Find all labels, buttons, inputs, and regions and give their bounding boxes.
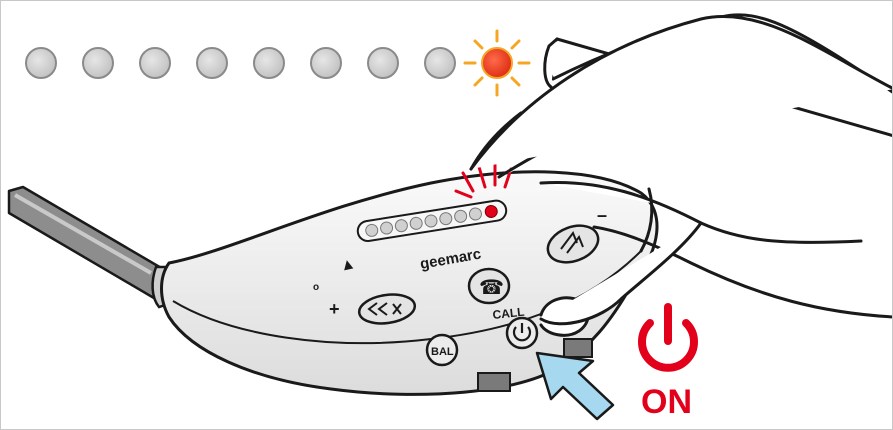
bal-button[interactable]: BAL: [425, 333, 459, 367]
volume-up-button[interactable]: [357, 291, 417, 327]
led-8: [424, 47, 456, 79]
led-1: [25, 47, 57, 79]
led-7: [367, 47, 399, 79]
device-led-lit: [484, 204, 498, 218]
led-9-lit: [481, 47, 513, 79]
device-led-flash: [454, 163, 513, 199]
volume-minus-label: –: [597, 205, 607, 225]
led-6: [310, 47, 342, 79]
cable: [7, 185, 173, 309]
bal-label: BAL: [431, 346, 454, 358]
press-arrow: [535, 351, 615, 421]
led-3: [139, 47, 171, 79]
led-lit-glow: [463, 29, 531, 97]
led-2: [82, 47, 114, 79]
led-4: [196, 47, 228, 79]
led-indicator-row: [25, 29, 531, 97]
hand-illustration: [469, 13, 892, 337]
volume-plus-label: +: [329, 299, 340, 319]
power-icon: [512, 326, 532, 342]
volume-down-button[interactable]: [543, 219, 603, 269]
power-on-icon: [638, 319, 698, 372]
rewind-plus-icon: [367, 302, 402, 316]
device-power-button[interactable]: [505, 316, 539, 350]
power-on-callout: ON: [638, 303, 698, 421]
bottom-slot-right: [563, 338, 593, 358]
device-led-strip: [356, 199, 508, 243]
volume-triangle-mark: ▲: [338, 255, 357, 275]
on-label: ON: [641, 383, 692, 421]
small-circle-mark: o: [313, 282, 319, 293]
led-5: [253, 47, 285, 79]
call-button[interactable]: ☎: [467, 267, 511, 305]
phone-icon: ☎: [479, 275, 504, 299]
forward-icon: [560, 230, 584, 254]
bottom-slot-left: [477, 372, 511, 392]
